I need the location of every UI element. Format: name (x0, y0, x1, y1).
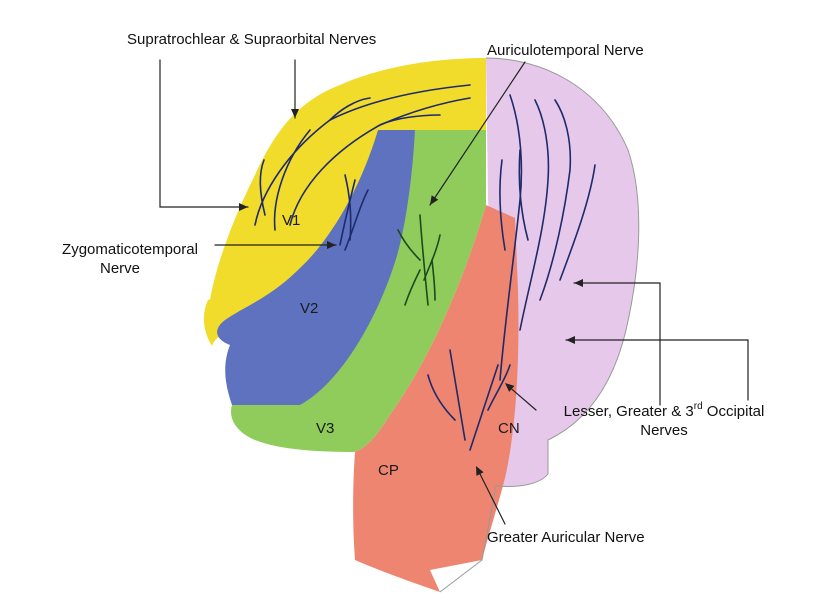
label-zygomaticotemporal-line1: Zygomaticotemporal (46, 240, 214, 259)
label-auriculotemporal: Auriculotemporal Nerve (487, 41, 644, 60)
region-label-cn: CN (498, 420, 520, 437)
pointer-supratrochlear-a (160, 60, 248, 207)
region-label-cp: CP (378, 462, 399, 479)
label-occipital-line1: Lesser, Greater & 3rd Occipital (536, 402, 792, 421)
label-zygomaticotemporal-line2: Nerve (46, 259, 194, 278)
label-occipital: Lesser, Greater & 3rd Occipital Nerves (536, 402, 792, 440)
region-label-v1: V1 (282, 212, 300, 229)
label-supratrochlear: Supratrochlear & Supraorbital Nerves (127, 30, 376, 49)
occipital-text-a: Lesser, Greater & 3 (564, 403, 694, 420)
region-label-v3: V3 (316, 420, 334, 437)
region-label-v2: V2 (300, 300, 318, 317)
label-zygomaticotemporal: Zygomaticotemporal Nerve (46, 240, 214, 278)
occipital-text-b: Occipital (703, 403, 765, 420)
label-greater-auricular: Greater Auricular Nerve (487, 528, 645, 547)
occipital-superscript: rd (694, 401, 703, 412)
label-occipital-line2: Nerves (536, 421, 792, 440)
